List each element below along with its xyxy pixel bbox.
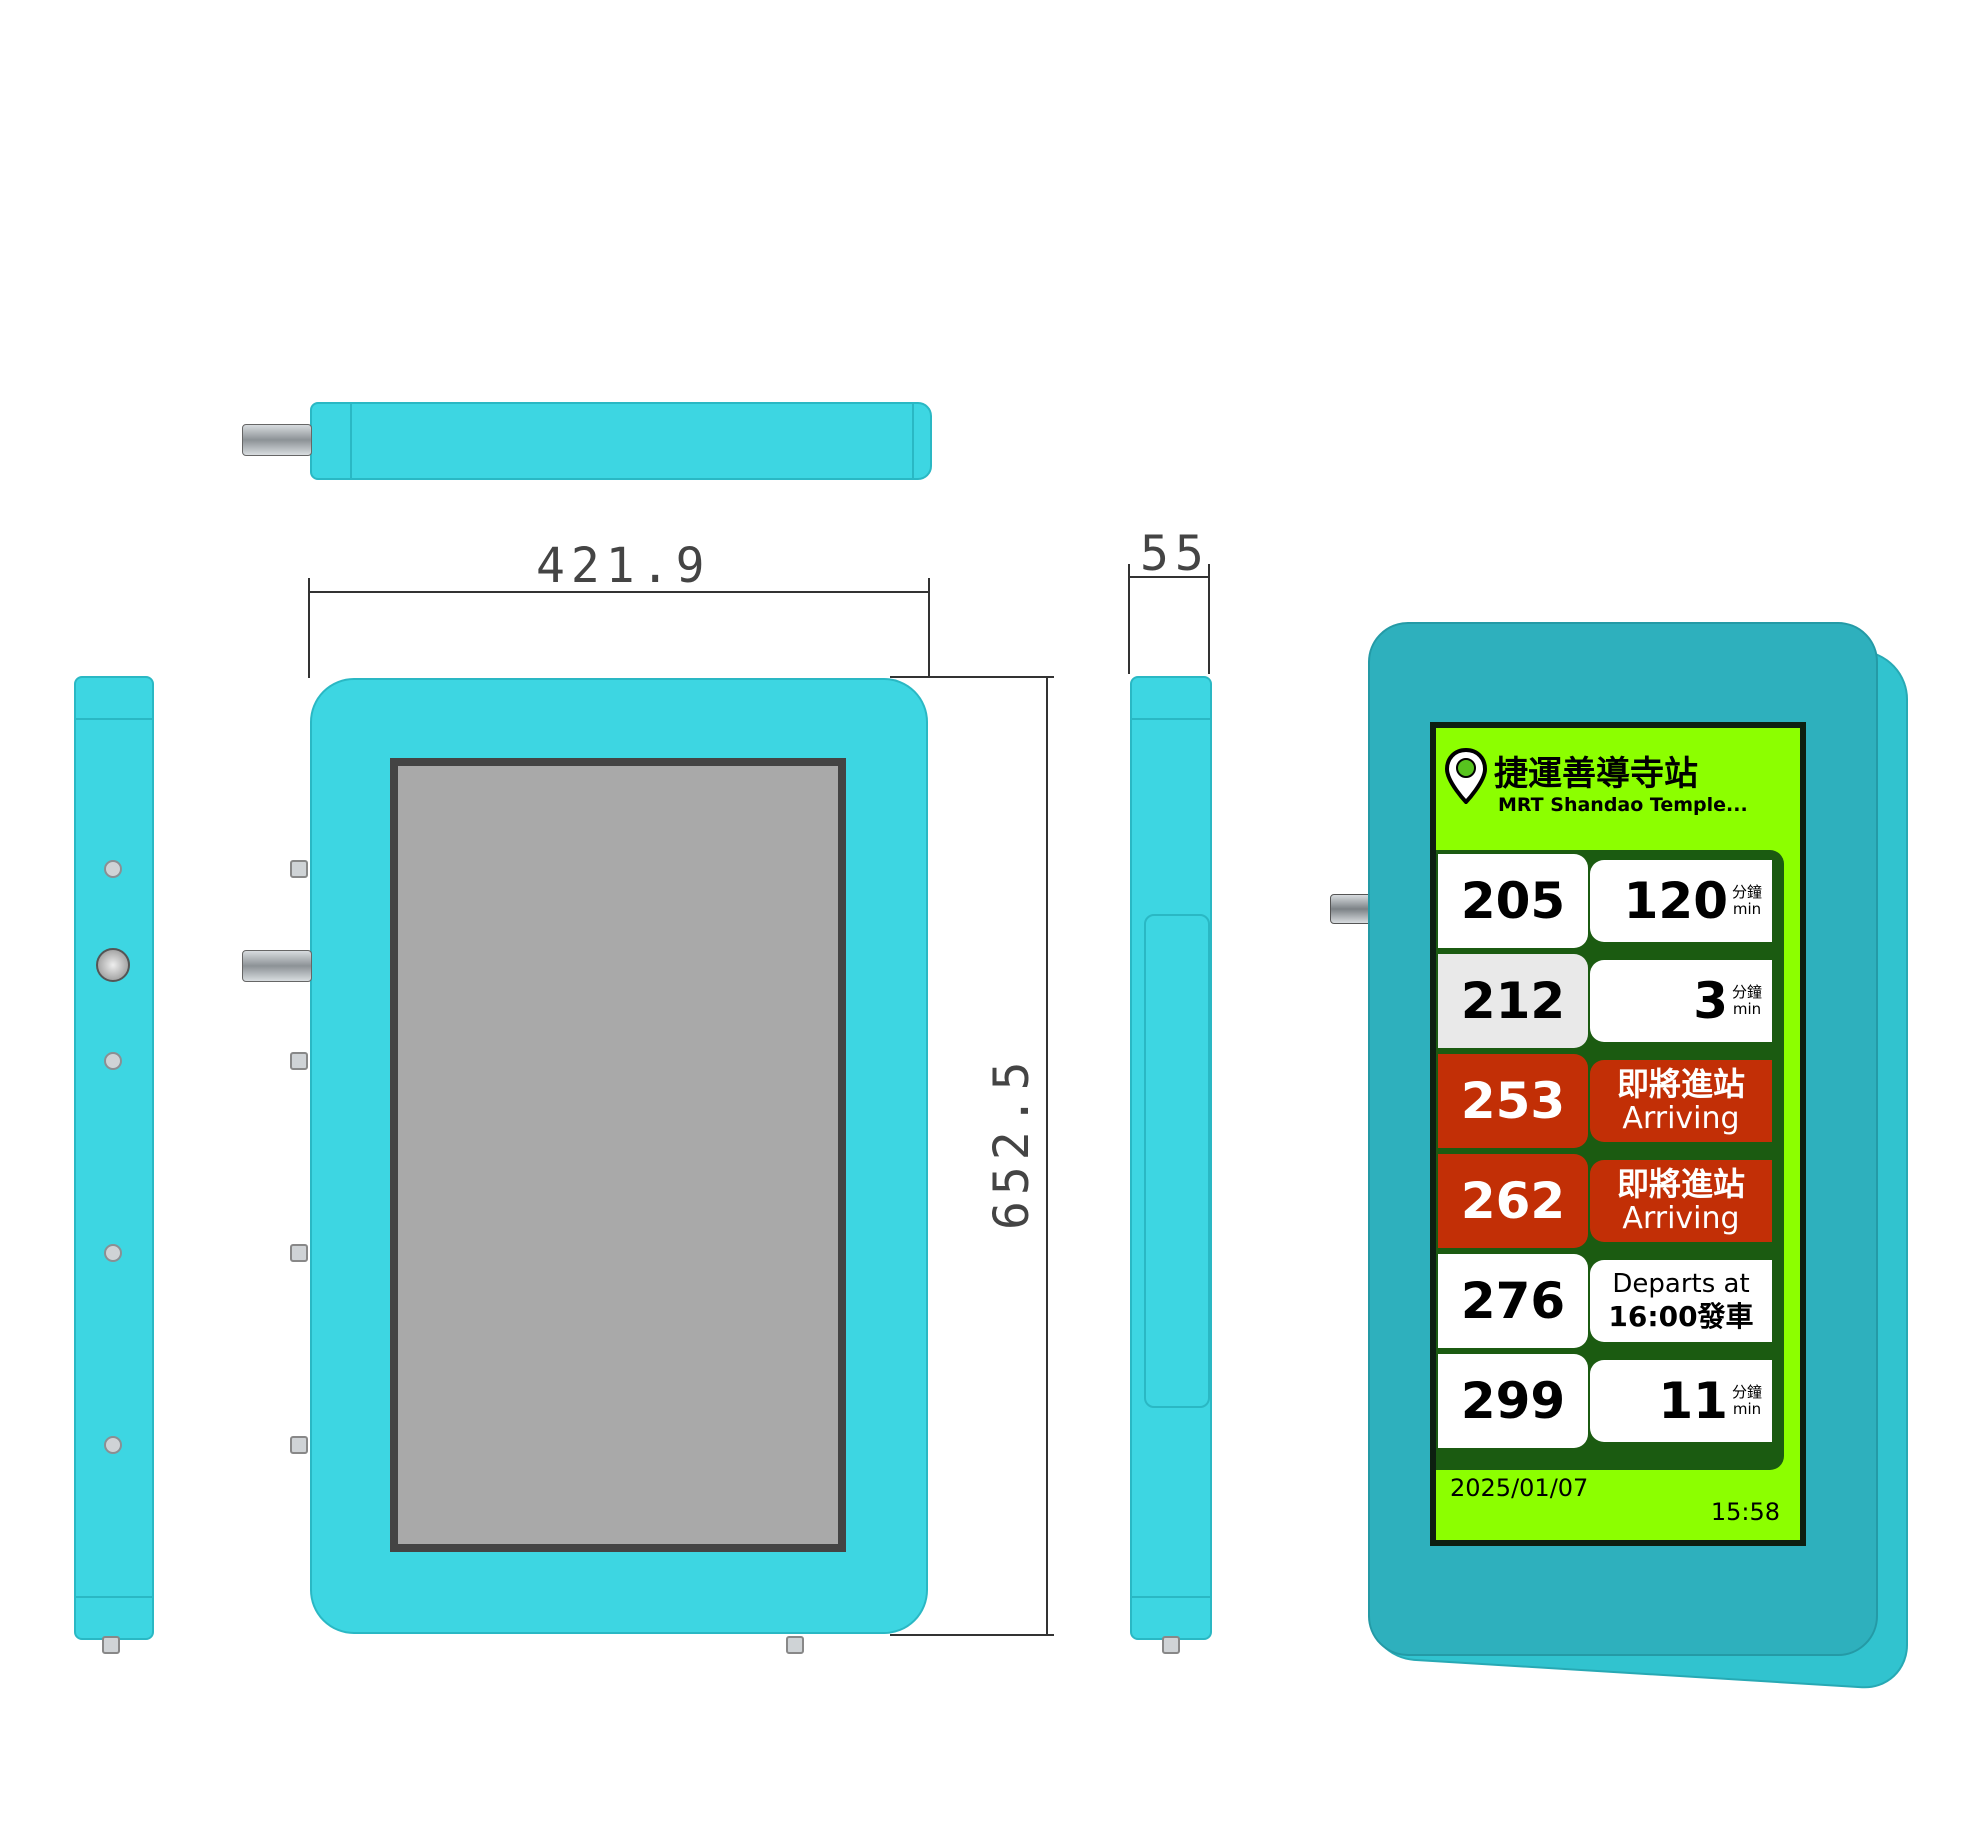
- side-connector-icon: [96, 948, 130, 982]
- depth-dimension-label: 55: [1140, 526, 1210, 582]
- display-date: 2025/01/07: [1450, 1474, 1589, 1502]
- route-number: 276: [1438, 1254, 1588, 1348]
- side-screw-icon: [104, 1052, 122, 1070]
- height-dimension-label: 652.5: [984, 1055, 1040, 1231]
- display-time: 15:58: [1710, 1498, 1780, 1526]
- arriving-label-en: Arriving: [1622, 1101, 1740, 1136]
- side-screw-icon: [104, 860, 122, 878]
- minutes-unit-zh: 分鐘: [1731, 1383, 1762, 1401]
- front-side-stud-icon: [290, 860, 308, 878]
- width-dimension-line: [310, 591, 928, 593]
- height-dimension-line: [1046, 676, 1048, 1636]
- top-view-connector: [242, 424, 312, 456]
- front-view-screen: [398, 766, 838, 1544]
- bottom-screw-icon: [102, 1636, 120, 1654]
- side-screw-icon: [104, 1244, 122, 1262]
- front-side-stud-icon: [290, 1244, 308, 1262]
- minutes-unit-zh: 分鐘: [1731, 983, 1762, 1001]
- minutes-unit-en: min: [1732, 1400, 1762, 1418]
- route-number: 212: [1438, 954, 1588, 1048]
- route-number: 253: [1438, 1054, 1588, 1148]
- left-side-view-enclosure: [74, 676, 154, 1640]
- route-number: 262: [1438, 1154, 1588, 1248]
- depth-dimension-line: [1128, 576, 1210, 578]
- minutes-unit-en: min: [1732, 1000, 1762, 1018]
- side-screw-icon: [104, 1436, 122, 1454]
- minutes-value: 11: [1658, 1372, 1728, 1430]
- location-pin-icon: [1444, 748, 1488, 804]
- top-view-enclosure: [310, 402, 932, 480]
- route-number: 299: [1438, 1354, 1588, 1448]
- bottom-screw-icon: [786, 1636, 804, 1654]
- bottom-screw-icon: [1162, 1636, 1180, 1654]
- minutes-unit-en: min: [1732, 900, 1762, 918]
- minutes-unit-zh: 分鐘: [1731, 883, 1762, 901]
- minutes-value: 120: [1623, 872, 1728, 930]
- route-number: 205: [1438, 854, 1588, 948]
- departs-label: Departs at: [1612, 1269, 1750, 1299]
- right-side-view-enclosure: [1130, 676, 1212, 1640]
- front-side-stud-icon: [290, 1436, 308, 1454]
- front-side-stud-icon: [290, 1052, 308, 1070]
- width-dimension-label: 421.9: [536, 538, 711, 594]
- arriving-label-en: Arriving: [1622, 1201, 1740, 1236]
- departs-time: 16:00發車: [1608, 1300, 1754, 1333]
- arriving-label-zh: 即將進站: [1616, 1065, 1745, 1103]
- station-name-zh: 捷運善導寺站: [1494, 754, 1698, 794]
- station-name-en: MRT Shandao Temple...: [1498, 794, 1748, 816]
- front-connector-icon: [242, 950, 312, 982]
- minutes-value: 3: [1693, 972, 1728, 1030]
- arriving-label-zh: 即將進站: [1616, 1165, 1745, 1203]
